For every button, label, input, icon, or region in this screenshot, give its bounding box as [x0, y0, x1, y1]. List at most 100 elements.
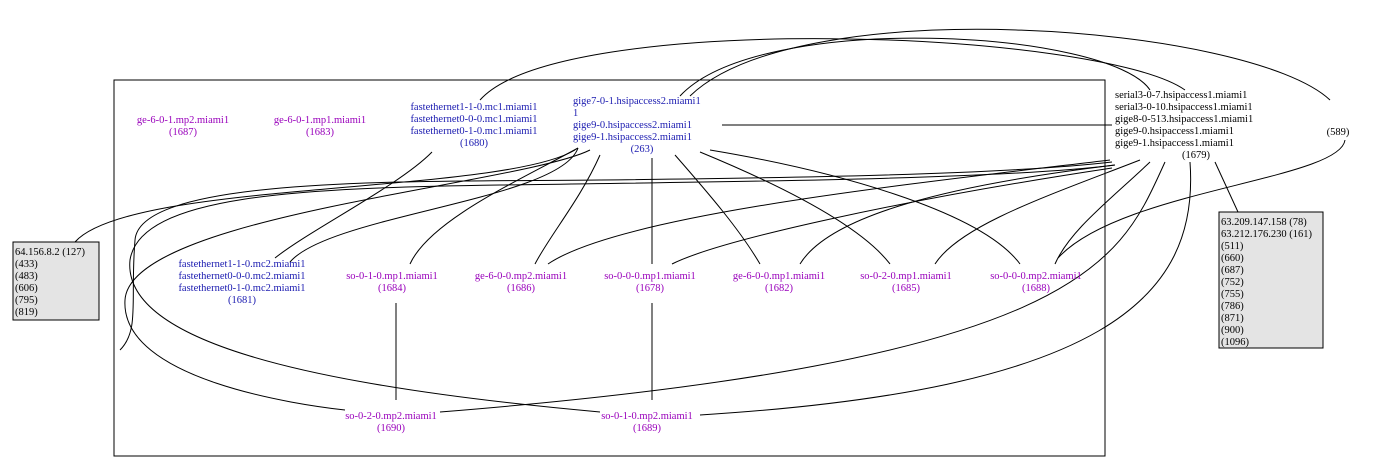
- box-line: (752): [1221, 277, 1244, 288]
- edge-263-1684: [409, 147, 579, 265]
- node-label-line: (1684): [378, 283, 406, 294]
- right-address-box: 63.209.147.158 (78)63.212.176.230 (161)(…: [1218, 211, 1324, 349]
- left-box-frame: [12, 241, 100, 321]
- node-label-line: ge-6-0-1.mp2.miami1: [137, 115, 229, 126]
- node-label-line: (1687): [169, 127, 197, 138]
- edge-1680-1681: [274, 151, 433, 259]
- node-label-group: ge-6-0-1.mp2.miami1(1687) ge-6-0-1.mp1.m…: [137, 90, 1350, 434]
- edge-263-leftbox: [74, 149, 576, 243]
- box-line: (511): [1221, 241, 1244, 252]
- node-1683[interactable]: ge-6-0-1.mp1.miami1(1683): [274, 115, 366, 138]
- edge-1679-1686: [547, 159, 1111, 265]
- box-line: (871): [1221, 313, 1244, 324]
- node-label-line: serial3-0-7.hsipaccess1.miami1: [1115, 90, 1247, 101]
- node-1690[interactable]: so-0-2-0.mp2.miami1(1690): [345, 411, 437, 434]
- node-1684[interactable]: so-0-1-0.mp1.miami1(1684): [346, 271, 438, 294]
- node-label-line: (263): [631, 144, 654, 155]
- node-label-line: so-0-0-0.mp2.miami1: [990, 271, 1082, 282]
- box-line: (687): [1221, 265, 1244, 276]
- edge-263-589-arc: [689, 28, 1331, 101]
- edge-1680-1679-arc: [479, 38, 1186, 101]
- node-label-line: fastethernet0-0-0.mc2.miami1: [178, 271, 305, 282]
- node-589[interactable]: (589): [1327, 127, 1350, 138]
- node-label-line: (1688): [1022, 283, 1050, 294]
- node-1688[interactable]: so-0-0-0.mp2.miami1(1688): [990, 271, 1082, 294]
- node-label-line: (1686): [507, 283, 535, 294]
- node-label-line: ge-6-0-0.mp1.miami1: [733, 271, 825, 282]
- node-label-line: ge-6-0-1.mp1.miami1: [274, 115, 366, 126]
- box-line: (755): [1221, 289, 1244, 300]
- edge-263-1685: [699, 151, 891, 265]
- node-label-line: fastethernet1-1-0.mc1.miami1: [410, 102, 537, 113]
- edge-group: [74, 28, 1346, 416]
- edge-263-1681: [289, 147, 579, 263]
- node-label-line: fastethernet0-1-0.mc2.miami1: [178, 283, 305, 294]
- node-label-line: 1: [573, 108, 578, 119]
- box-line: (433): [15, 259, 38, 270]
- cluster-frame: [113, 79, 1106, 457]
- node-label-line: (1689): [633, 423, 661, 434]
- edge-1679-1689-loop: [129, 164, 1116, 413]
- node-label-line: serial3-0-10.hsipaccess1.miami1: [1115, 102, 1253, 113]
- node-label-line: fastethernet0-0-0.mc1.miami1: [410, 114, 537, 125]
- node-1678[interactable]: so-0-0-0.mp1.miami1(1678): [604, 271, 696, 294]
- right-box-text: 63.209.147.158 (78)63.212.176.230 (161)(…: [1221, 217, 1312, 348]
- node-label-line: gige9-0.hsipaccess2.miami1: [573, 120, 692, 131]
- edge-263-1686: [534, 154, 601, 265]
- box-line: (606): [15, 283, 38, 294]
- edge-1679-1688: [1054, 161, 1151, 265]
- edge-1679-rightbox: [1214, 161, 1239, 213]
- node-label-line: fastethernet1-1-0.mc2.miami1: [178, 259, 305, 270]
- box-line: (900): [1221, 325, 1244, 336]
- box-line: (483): [15, 271, 38, 282]
- node-label-line: gige8-0-513.hsipaccess1.miami1: [1115, 114, 1253, 125]
- node-label-line: (1679): [1182, 150, 1210, 161]
- node-label-line: so-0-2-0.mp2.miami1: [345, 411, 437, 422]
- box-line: (1096): [1221, 337, 1249, 348]
- node-label-line: gige9-0.hsipaccess1.miami1: [1115, 126, 1234, 137]
- edge-263-1688: [709, 149, 1021, 265]
- node-label-line: (1685): [892, 283, 920, 294]
- node-1685[interactable]: so-0-2-0.mp1.miami1(1685): [860, 271, 952, 294]
- edge-1679-1682: [799, 164, 1116, 265]
- node-label-line: fastethernet0-1-0.mc1.miami1: [410, 126, 537, 137]
- node-label-line: (1682): [765, 283, 793, 294]
- edge-589-1688: [1057, 139, 1346, 259]
- box-line: (786): [1221, 301, 1244, 312]
- node-label-line: gige9-1.hsipaccess1.miami1: [1115, 138, 1234, 149]
- box-line: 63.212.176.230 (161): [1221, 229, 1312, 240]
- edge-1679-1690-long: [439, 161, 1166, 413]
- box-line: (795): [15, 295, 38, 306]
- left-box-text: 64.156.8.2 (127)(433)(483)(606)(795)(819…: [15, 247, 85, 318]
- node-label-line: (1683): [306, 127, 334, 138]
- node-label-line: (1690): [377, 423, 405, 434]
- box-line: (819): [15, 307, 38, 318]
- edge-1679-1685: [934, 159, 1141, 265]
- node-label-line: (1680): [460, 138, 488, 149]
- node-label-line: (589): [1327, 127, 1350, 138]
- edge-1679-1689-long: [699, 161, 1192, 416]
- node-label-line: ge-6-0-0.mp2.miami1: [475, 271, 567, 282]
- right-box-frame: [1218, 211, 1324, 349]
- box-line: 63.209.147.158 (78): [1221, 217, 1307, 228]
- node-1689[interactable]: so-0-1-0.mp2.miami1(1689): [601, 411, 693, 434]
- edge-263-1679-arc: [679, 37, 1151, 97]
- node-label-line: gige7-0-1.hsipaccess2.miami1: [573, 96, 701, 107]
- node-label-line: gige9-1.hsipaccess2.miami1: [573, 132, 692, 143]
- node-1686[interactable]: ge-6-0-0.mp2.miami1(1686): [475, 271, 567, 294]
- node-label-line: (1681): [228, 295, 256, 306]
- left-address-box: 64.156.8.2 (127)(433)(483)(606)(795)(819…: [12, 241, 100, 321]
- node-label-line: so-0-2-0.mp1.miami1: [860, 271, 952, 282]
- node-1682[interactable]: ge-6-0-0.mp1.miami1(1682): [733, 271, 825, 294]
- node-1687[interactable]: ge-6-0-1.mp2.miami1(1687): [137, 115, 229, 138]
- edge-1679-1678: [671, 167, 1113, 265]
- node-label-line: so-0-1-0.mp2.miami1: [601, 411, 693, 422]
- box-line: (660): [1221, 253, 1244, 264]
- node-label-line: (1678): [636, 283, 664, 294]
- box-line: 64.156.8.2 (127): [15, 247, 85, 258]
